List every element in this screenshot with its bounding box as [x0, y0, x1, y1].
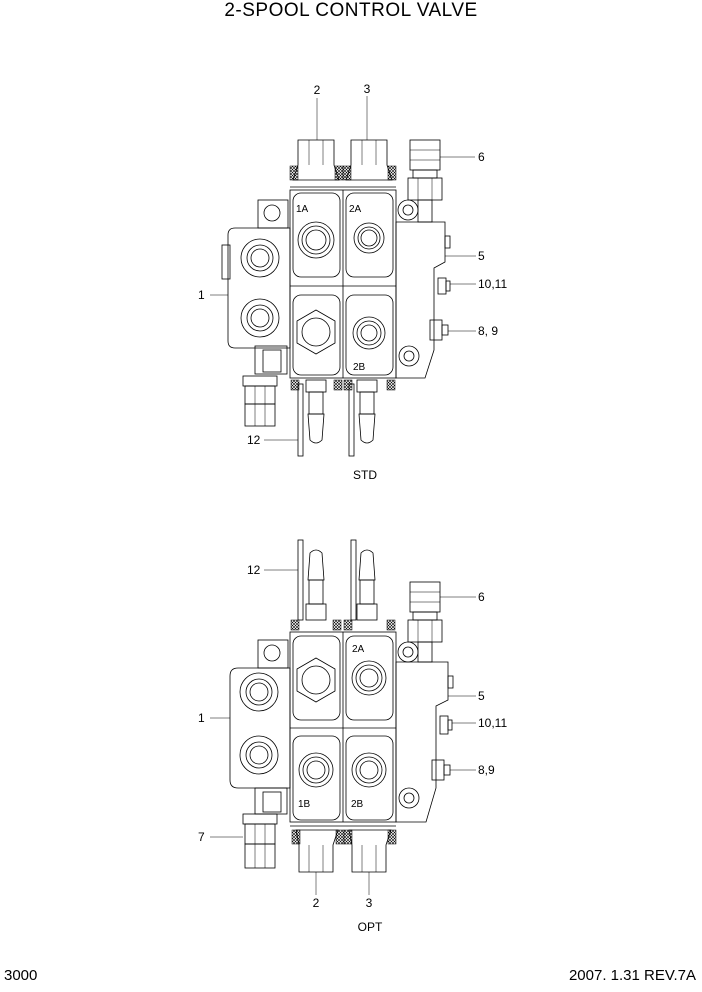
std-callout-12: 12 [247, 433, 261, 447]
std-callout-3: 3 [364, 82, 371, 96]
opt-caption: OPT [358, 920, 383, 934]
opt-callout-2: 2 [313, 896, 320, 910]
std-caption: STD [353, 468, 377, 482]
opt-port-1b: 1B [298, 799, 311, 810]
page-title: 2-SPOOL CONTROL VALVE [224, 0, 478, 21]
opt-callout-10-11: 10,11 [478, 716, 507, 730]
std-callout-6: 6 [478, 150, 485, 164]
opt-callout-3: 3 [366, 896, 373, 910]
std-callout-8-9: 8, 9 [478, 324, 498, 338]
std-port-2b: 2B [353, 362, 366, 373]
opt-view [229, 539, 454, 873]
opt-callout-6: 6 [478, 590, 485, 604]
std-callout-10-11: 10,11 [478, 277, 507, 291]
std-callouts [210, 96, 476, 441]
opt-port-2b: 2B [351, 799, 364, 810]
std-callout-2: 2 [314, 83, 321, 97]
opt-port-2a: 2A [352, 644, 365, 655]
opt-callout-1: 1 [198, 711, 205, 725]
opt-callout-8-9: 8,9 [478, 763, 495, 777]
opt-callouts [210, 569, 476, 895]
std-port-2a: 2A [349, 204, 362, 215]
revision-label: 2007. 1.31 REV.7A [568, 967, 696, 984]
opt-callout-5: 5 [478, 689, 485, 703]
std-callout-5: 5 [478, 249, 485, 263]
std-callout-1: 1 [198, 288, 205, 302]
std-view [221, 139, 451, 457]
std-port-1a: 1A [296, 204, 309, 215]
opt-callout-12: 12 [247, 563, 261, 577]
page-number: 3000 [4, 967, 38, 984]
opt-callout-7: 7 [198, 830, 205, 844]
